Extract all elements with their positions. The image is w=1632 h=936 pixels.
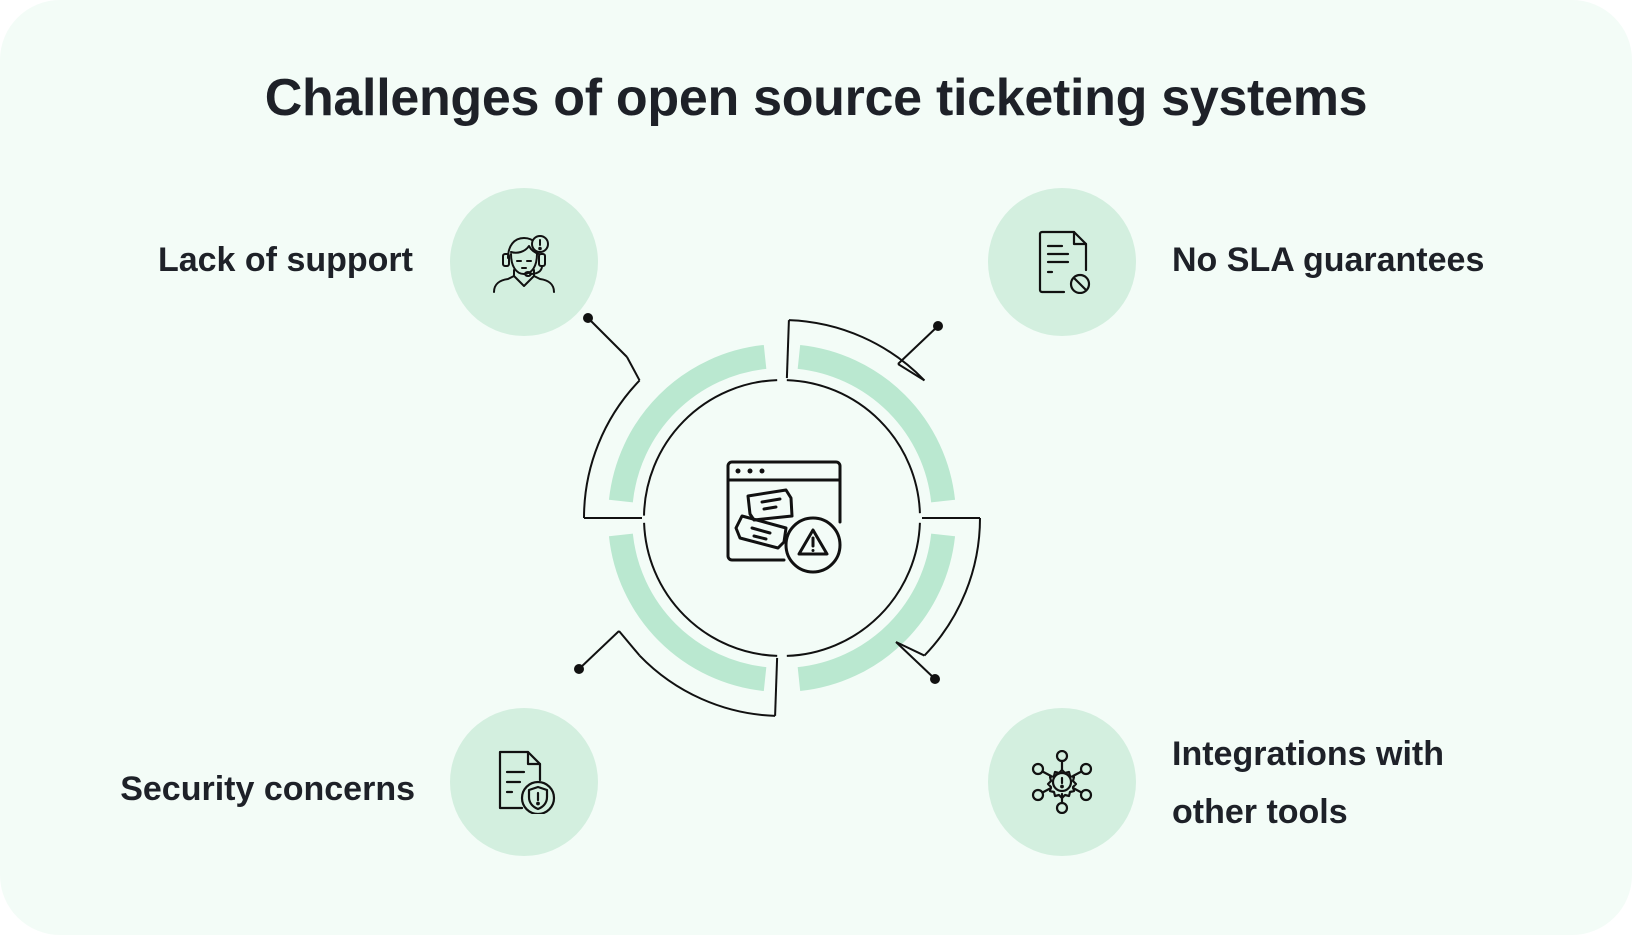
ring-outer-cap-top-right	[785, 320, 790, 379]
ring-inner-arc-bottom-left	[643, 522, 778, 657]
ring-band-top-right	[797, 344, 956, 503]
ring-outer-arc-bottom-right	[923, 517, 981, 657]
browser-tickets-warning-icon	[724, 458, 844, 578]
connector-dot-bottom-right	[930, 674, 940, 684]
connector-kink-bottom-right	[895, 641, 925, 657]
challenge-label-integrations: Integrations with other tools	[1172, 735, 1444, 831]
challenge-bubble-lack-of-support	[450, 188, 598, 336]
support-agent-alert-icon	[493, 235, 555, 293]
connector-line-bottom-left	[578, 630, 620, 670]
connector-kink-bottom-left	[618, 630, 641, 657]
connector-kink-top-left	[626, 356, 641, 381]
challenge-label-no-sla: No SLA guarantees	[1172, 241, 1485, 279]
ring-bands	[608, 344, 956, 692]
network-gear-alert-icon	[1031, 750, 1093, 814]
ring-lines	[574, 313, 981, 717]
ring-inner-arc-top-left	[643, 379, 778, 516]
document-blocked-icon	[1038, 230, 1091, 294]
ring-outer-arc-top-right	[788, 319, 926, 382]
ring-band-top-left	[608, 344, 767, 503]
ring-inner-arc-bottom-right	[786, 522, 921, 657]
ring-band-bottom-right	[797, 533, 956, 692]
connector-line-top-left	[587, 317, 628, 358]
document-shield-icon	[498, 750, 556, 814]
connector-line-top-right	[897, 325, 939, 365]
ring-inner-arc-top-right	[786, 379, 921, 514]
connector-dot-bottom-left	[574, 664, 584, 674]
ring-outer-arc-top-left	[583, 379, 641, 519]
connector-kink-top-right	[897, 363, 925, 382]
challenge-label-security: Security concerns	[120, 770, 415, 808]
challenge-bubble-no-sla	[988, 188, 1136, 336]
challenge-bubble-integrations	[988, 708, 1136, 856]
connector-line-bottom-right	[895, 641, 936, 680]
connector-dot-top-right	[933, 321, 943, 331]
ring-band-bottom-left	[608, 533, 767, 692]
challenge-bubble-security	[450, 708, 598, 856]
ring-outer-arc-bottom-left	[638, 654, 776, 717]
ring-outer-cap-bottom-left	[774, 657, 779, 716]
connector-dot-top-left	[583, 313, 593, 323]
page-title: Challenges of open source ticketing syst…	[264, 69, 1368, 127]
challenge-label-lack-of-support: Lack of support	[157, 241, 413, 279]
